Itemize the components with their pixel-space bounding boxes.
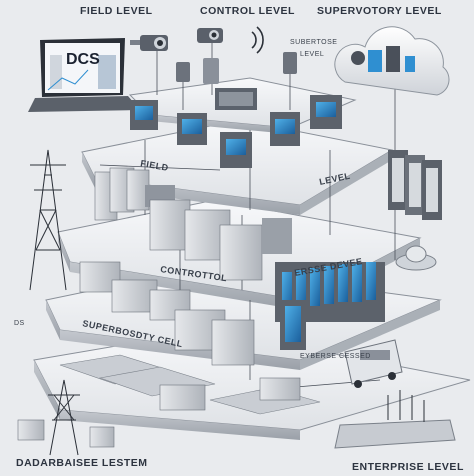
transmission-tower-icon — [48, 379, 80, 456]
wifi-icon — [251, 26, 264, 54]
sensor-icons — [176, 52, 297, 84]
camera-icon — [130, 35, 168, 51]
label-field-level-top: FIELD LEVEL — [80, 5, 153, 17]
field-cabinets — [94, 167, 292, 281]
label-enterprise-level: ENTERPRISE LEVEL — [352, 461, 464, 473]
label-control-level-top: CONTROL LEVEL — [200, 5, 295, 17]
ground-plate — [33, 329, 471, 440]
dcs-label: DCS — [66, 51, 100, 68]
label-supervisory-level-top: SUPERVOTORY LEVEL — [317, 5, 442, 17]
ground-devices — [159, 339, 403, 411]
cloud-icon — [334, 26, 450, 96]
camera-icon — [197, 28, 223, 43]
round-sensor-icon — [395, 245, 437, 271]
server-racks-right — [388, 150, 442, 220]
superposity-devices — [79, 261, 306, 366]
laptop-dcs: DCS — [28, 38, 140, 112]
label-database-system: DADARBAISEE LESTEM — [16, 457, 148, 469]
label-eyberse-cessed: EYBERSE CESSED — [300, 353, 371, 360]
label-field-plate: FIELD — [140, 158, 170, 173]
utility-boxes — [17, 390, 456, 449]
transmission-tower-icon — [29, 149, 67, 291]
field-monitors — [130, 95, 342, 168]
label-small-side: DS — [14, 320, 25, 327]
